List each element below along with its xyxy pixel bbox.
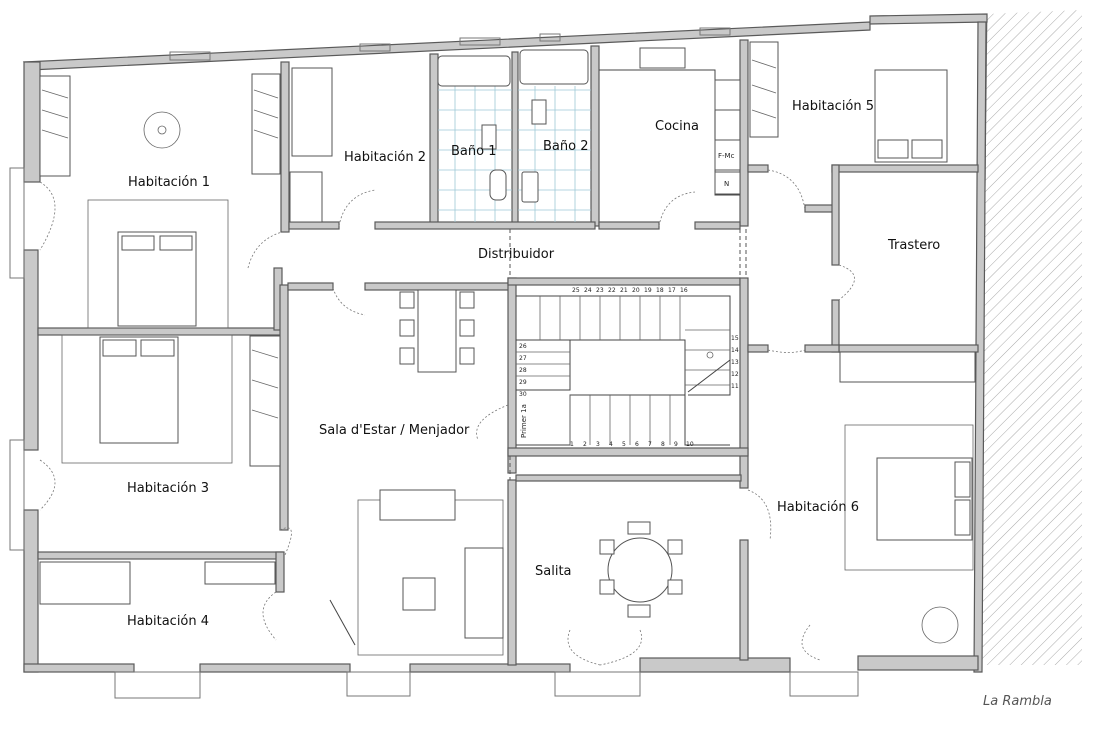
stair-num: 18 bbox=[656, 287, 664, 294]
stair-num: 22 bbox=[608, 287, 616, 294]
stair-num: 1 bbox=[570, 441, 574, 448]
room-labels: Habitación 1 Habitación 2 Baño 1 Baño 2 … bbox=[127, 99, 940, 629]
staircase: 25 24 23 22 21 20 19 18 17 16 15 14 13 1… bbox=[516, 287, 739, 448]
stair-right-numbers: 15 14 13 12 11 bbox=[731, 335, 739, 390]
stair-num: 24 bbox=[584, 287, 592, 294]
neighbour-hatch bbox=[979, 10, 1082, 666]
stair-num: 12 bbox=[731, 371, 739, 378]
stair-num: 9 bbox=[674, 441, 678, 448]
interior-walls bbox=[37, 39, 979, 666]
room-label-bano-2: Baño 2 bbox=[543, 139, 588, 154]
stair-num: 5 bbox=[622, 441, 626, 448]
stair-num: 29 bbox=[519, 379, 527, 386]
room-label-habitacion-5: Habitación 5 bbox=[792, 99, 874, 114]
left-windows bbox=[9, 167, 25, 551]
corridor-dashes bbox=[509, 229, 747, 480]
room-label-habitacion-2: Habitación 2 bbox=[344, 150, 426, 165]
salita-table bbox=[599, 521, 683, 618]
room-label-sala: Sala d'Estar / Menjador bbox=[319, 423, 470, 438]
wardrobes bbox=[39, 41, 976, 585]
street-name: La Rambla bbox=[983, 694, 1052, 709]
stair-num: 21 bbox=[620, 287, 628, 294]
door-swings bbox=[39, 169, 855, 666]
room-label-habitacion-1: Habitación 1 bbox=[128, 175, 210, 190]
stair-num: 10 bbox=[686, 441, 694, 448]
stair-num: 6 bbox=[635, 441, 639, 448]
exterior-walls bbox=[22, 13, 988, 673]
room-label-salita: Salita bbox=[535, 564, 572, 579]
stair-num: 28 bbox=[519, 367, 527, 374]
stair-num: 19 bbox=[644, 287, 652, 294]
stair-num: 3 bbox=[596, 441, 600, 448]
room-label-trastero: Trastero bbox=[887, 238, 940, 253]
dining-table bbox=[399, 289, 475, 373]
fridge-label: F-Mc bbox=[718, 152, 735, 160]
stair-num: 15 bbox=[731, 335, 739, 342]
appliance-label: N bbox=[724, 180, 729, 188]
stair-num: 23 bbox=[596, 287, 604, 294]
room-label-habitacion-4: Habitación 4 bbox=[127, 614, 209, 629]
room-label-habitacion-3: Habitación 3 bbox=[127, 481, 209, 496]
stair-num: 7 bbox=[648, 441, 652, 448]
room-label-distribuidor: Distribuidor bbox=[478, 247, 555, 262]
stair-top-numbers: 25 24 23 22 21 20 19 18 17 16 bbox=[572, 287, 688, 294]
bathroom-tiles bbox=[437, 49, 591, 222]
bottom-windows bbox=[114, 671, 859, 699]
stair-num: 17 bbox=[668, 287, 676, 294]
stair-num: 25 bbox=[572, 287, 580, 294]
top-windows bbox=[169, 27, 731, 61]
stair-num: 11 bbox=[731, 383, 739, 390]
stair-num: 13 bbox=[731, 359, 739, 366]
room-label-cocina: Cocina bbox=[655, 119, 699, 134]
beds bbox=[39, 67, 974, 644]
stair-bottom-numbers: 1 2 3 4 5 6 7 8 9 10 bbox=[570, 441, 694, 448]
living-area bbox=[329, 489, 504, 656]
stair-num: 27 bbox=[519, 355, 527, 362]
stair-num: 26 bbox=[519, 343, 527, 350]
stair-num: 20 bbox=[632, 287, 640, 294]
stair-left-numbers: 26 27 28 29 30 bbox=[519, 343, 527, 398]
room-label-bano-1: Baño 1 bbox=[451, 144, 496, 159]
room-label-habitacion-6: Habitación 6 bbox=[777, 500, 859, 515]
stair-num: 14 bbox=[731, 347, 739, 354]
stair-num: 4 bbox=[609, 441, 613, 448]
stair-num: 2 bbox=[583, 441, 587, 448]
landing-label: Primer 1a bbox=[520, 404, 528, 438]
stair-num: 16 bbox=[680, 287, 688, 294]
kitchen-counters: F-Mc N bbox=[599, 47, 741, 196]
stair-num: 8 bbox=[661, 441, 665, 448]
stair-num: 30 bbox=[519, 391, 527, 398]
